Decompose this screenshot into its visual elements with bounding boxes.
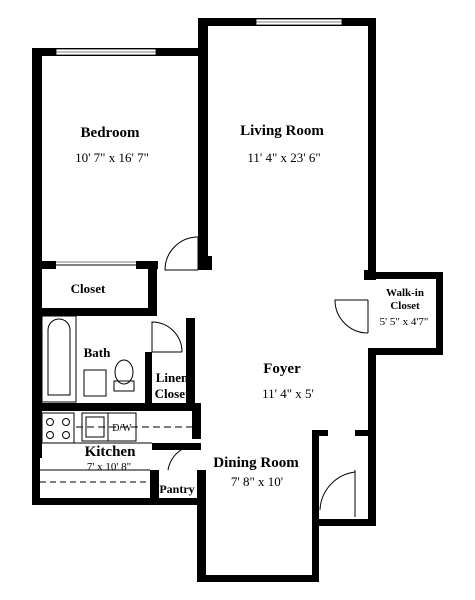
bedroom-dims: 10' 7" x 16' 7" (75, 150, 149, 165)
pantry-label: Pantry (159, 482, 194, 496)
foyer-dims: 11' 4" x 5' (262, 386, 314, 401)
living-room-label: Living Room (240, 123, 324, 139)
fixtures (40, 315, 192, 483)
windows (55, 18, 343, 56)
walk-in-label-2: Closet (390, 300, 420, 312)
doors (151, 236, 369, 517)
linen-closet-label-2: Closet (155, 386, 190, 401)
linen-closet-label-1: Linen (156, 370, 189, 385)
kitchen-dims: 7' x 10' 8" (87, 461, 131, 473)
living-room-dims: 11' 4" x 23' 6" (247, 150, 320, 165)
exterior-walls (32, 18, 443, 582)
dishwasher-label: D/W (112, 423, 132, 434)
bedroom-label: Bedroom (81, 125, 140, 141)
dining-room-label: Dining Room (213, 455, 299, 471)
dining-room-dims: 7' 8" x 10' (231, 474, 283, 489)
closet-label: Closet (71, 281, 106, 296)
walk-in-label-1: Walk-in (386, 287, 424, 299)
kitchen-label: Kitchen (85, 444, 136, 460)
bath-label: Bath (84, 345, 112, 360)
walk-in-dims: 5' 5" x 4'7" (380, 316, 429, 328)
foyer-label: Foyer (263, 361, 301, 377)
interior-walls (32, 256, 376, 450)
